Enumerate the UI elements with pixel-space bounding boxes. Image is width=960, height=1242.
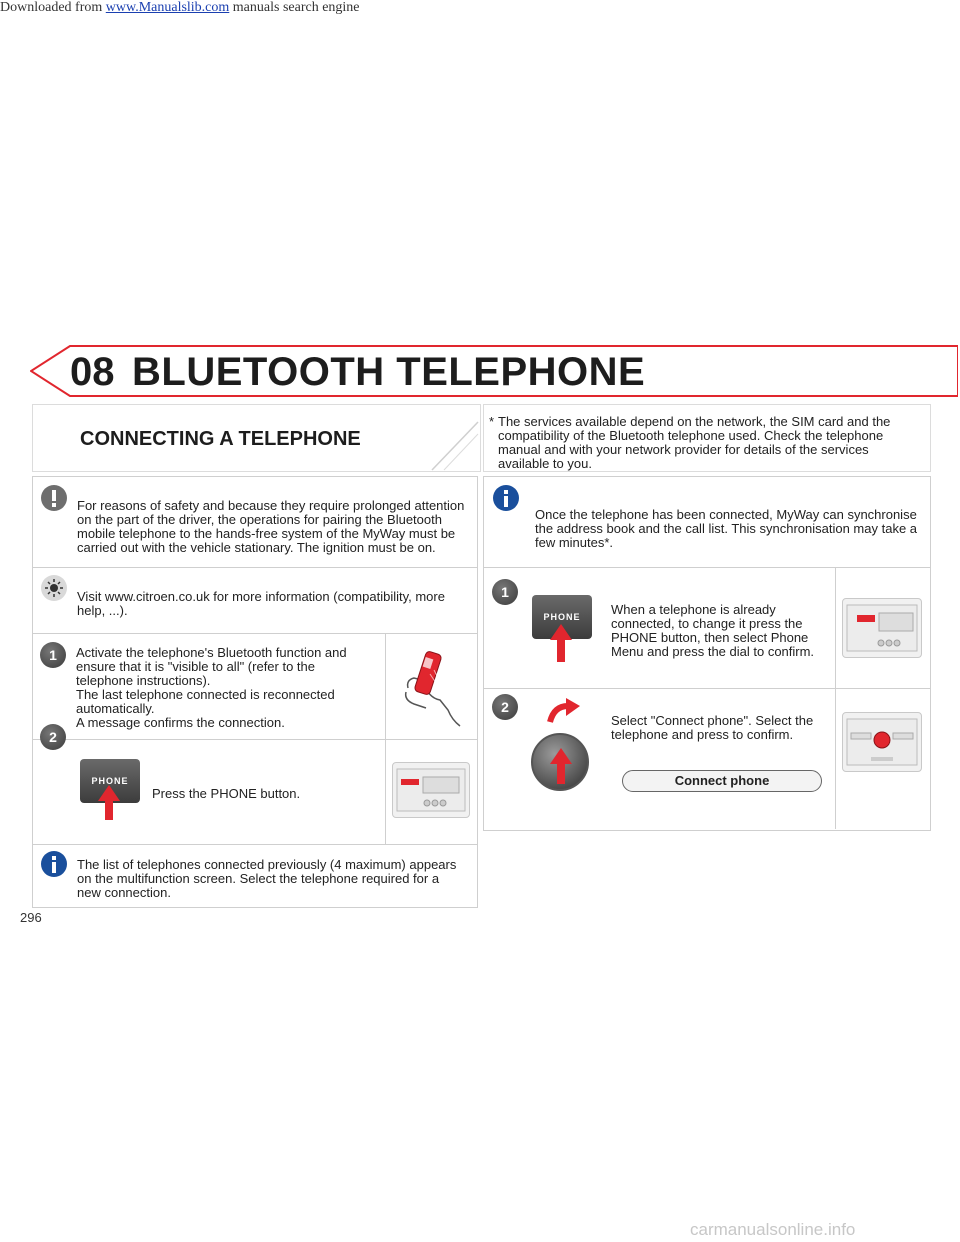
divider xyxy=(385,634,386,739)
footnote-star: * xyxy=(489,414,495,429)
divider xyxy=(32,633,477,634)
step1-text-b: The last telephone connected is reconnec… xyxy=(76,687,335,716)
divider xyxy=(835,568,836,688)
press-arrow-stem xyxy=(557,764,565,784)
download-note-suffix: manuals search engine xyxy=(229,0,360,15)
download-note-prefix: Downloaded from xyxy=(0,0,106,15)
section-title: CONNECTING A TELEPHONE xyxy=(80,428,361,450)
section-title-panel xyxy=(32,404,481,472)
divider xyxy=(32,844,477,845)
section-title-swoosh xyxy=(431,421,479,471)
download-note: Downloaded from www.Manualslib.com manua… xyxy=(0,0,360,16)
watermark: carmanualsonline.info xyxy=(690,1220,856,1239)
radio-panel-thumbnail xyxy=(842,712,922,772)
info-text-right: Once the telephone has been connected, M… xyxy=(535,507,918,550)
page-number: 296 xyxy=(20,910,42,925)
press-arrow-icon xyxy=(550,624,572,640)
press-arrow-icon xyxy=(98,785,120,801)
chapter-title: BLUETOOTH TELEPHONE xyxy=(132,350,646,394)
press-arrow-stem xyxy=(557,640,565,662)
info-text-left: The list of telephones connected previou… xyxy=(77,857,457,900)
divider xyxy=(32,739,477,740)
curved-arrow-icon xyxy=(547,698,580,723)
chapter-header-bar xyxy=(30,345,958,397)
step-number-badge: 1 xyxy=(40,642,66,668)
divider xyxy=(32,567,477,568)
warning-icon xyxy=(41,485,67,511)
radio-panel-thumbnail xyxy=(842,598,922,658)
radio-panel-thumbnail xyxy=(392,762,470,818)
manualslib-link[interactable]: www.Manualslib.com xyxy=(105,0,230,15)
connect-phone-menu-item[interactable]: Connect phone xyxy=(622,770,822,792)
chapter-number: 08 xyxy=(70,350,115,394)
tip-text: Visit www.citroen.co.uk for more informa… xyxy=(77,589,445,618)
step2-right-text: Select "Connect phone". Select the telep… xyxy=(611,713,814,742)
step1-text-a: Activate the telephone's Bluetooth funct… xyxy=(76,645,347,688)
step-number-badge: 1 xyxy=(492,579,518,605)
hand-holding-phone-icon xyxy=(404,651,461,727)
footnote-text: The services available depend on the net… xyxy=(498,414,891,471)
tip-sun-icon xyxy=(41,575,67,601)
step1-text-c: A message confirms the connection. xyxy=(76,715,285,730)
step-number-badge: 2 xyxy=(40,724,66,750)
divider xyxy=(385,740,386,844)
left-column-panel xyxy=(32,476,478,908)
step2-text: Press the PHONE button. xyxy=(152,786,301,801)
press-arrow-stem xyxy=(105,800,113,820)
footnote-panel xyxy=(483,404,931,472)
info-icon xyxy=(493,485,519,511)
warning-text: For reasons of safety and because they r… xyxy=(77,498,465,555)
divider xyxy=(835,689,836,829)
divider xyxy=(483,688,930,689)
info-icon xyxy=(41,851,67,877)
press-arrow-icon xyxy=(550,748,572,764)
divider xyxy=(483,567,930,568)
step-number-badge: 2 xyxy=(492,694,518,720)
step1-right-text: When a telephone is already connected, t… xyxy=(611,602,815,659)
